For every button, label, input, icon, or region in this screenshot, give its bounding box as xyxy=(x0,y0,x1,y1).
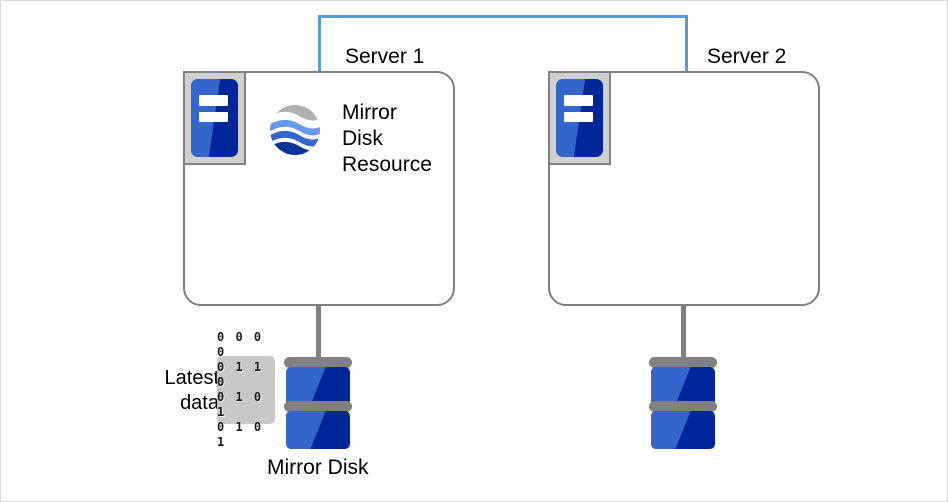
binary-row: 0 1 1 0 xyxy=(217,360,264,389)
server-icon-bar xyxy=(563,111,593,122)
disk-band xyxy=(649,357,717,368)
binary-row: 0 1 0 1 xyxy=(217,390,264,419)
interconnect-line-left xyxy=(318,15,321,73)
disk-platter xyxy=(286,411,350,449)
server-icon-bar xyxy=(198,95,228,106)
server-1-label: Server 1 xyxy=(345,45,425,68)
latest-data-binary-box: 0 0 0 0 0 1 1 0 0 1 0 1 0 1 0 1 xyxy=(217,330,275,449)
server-1-disk-connector xyxy=(316,306,321,358)
disk-band xyxy=(284,357,352,368)
server-icon xyxy=(183,71,246,165)
disk-platter xyxy=(651,367,715,405)
server-2-label: Server 2 xyxy=(707,45,787,68)
disk-platter xyxy=(651,411,715,449)
mirror-disk-resource-globe-icon xyxy=(269,104,321,156)
mirror-disk-caption: Mirror Disk xyxy=(267,456,369,479)
server-2-disk-connector xyxy=(681,306,686,358)
binary-row: 0 1 0 1 xyxy=(217,420,264,449)
server-icon xyxy=(548,71,611,165)
disk-band xyxy=(284,401,352,412)
server-2-box[interactable] xyxy=(548,71,820,306)
server-icon-bar xyxy=(198,111,228,122)
binary-row: 0 0 0 0 xyxy=(217,330,264,359)
disk-platter xyxy=(286,367,350,405)
server-icon-bar xyxy=(563,95,593,106)
mirror-disk-stack xyxy=(649,357,717,453)
disk-band xyxy=(649,401,717,412)
mirror-disk-resource-label: Mirror Disk Resource xyxy=(342,101,432,176)
latest-data-label: Latest data xyxy=(164,367,219,414)
interconnect-line-top xyxy=(318,15,688,18)
interconnect-line-right xyxy=(685,15,688,73)
mirror-disk-stack xyxy=(284,357,352,453)
